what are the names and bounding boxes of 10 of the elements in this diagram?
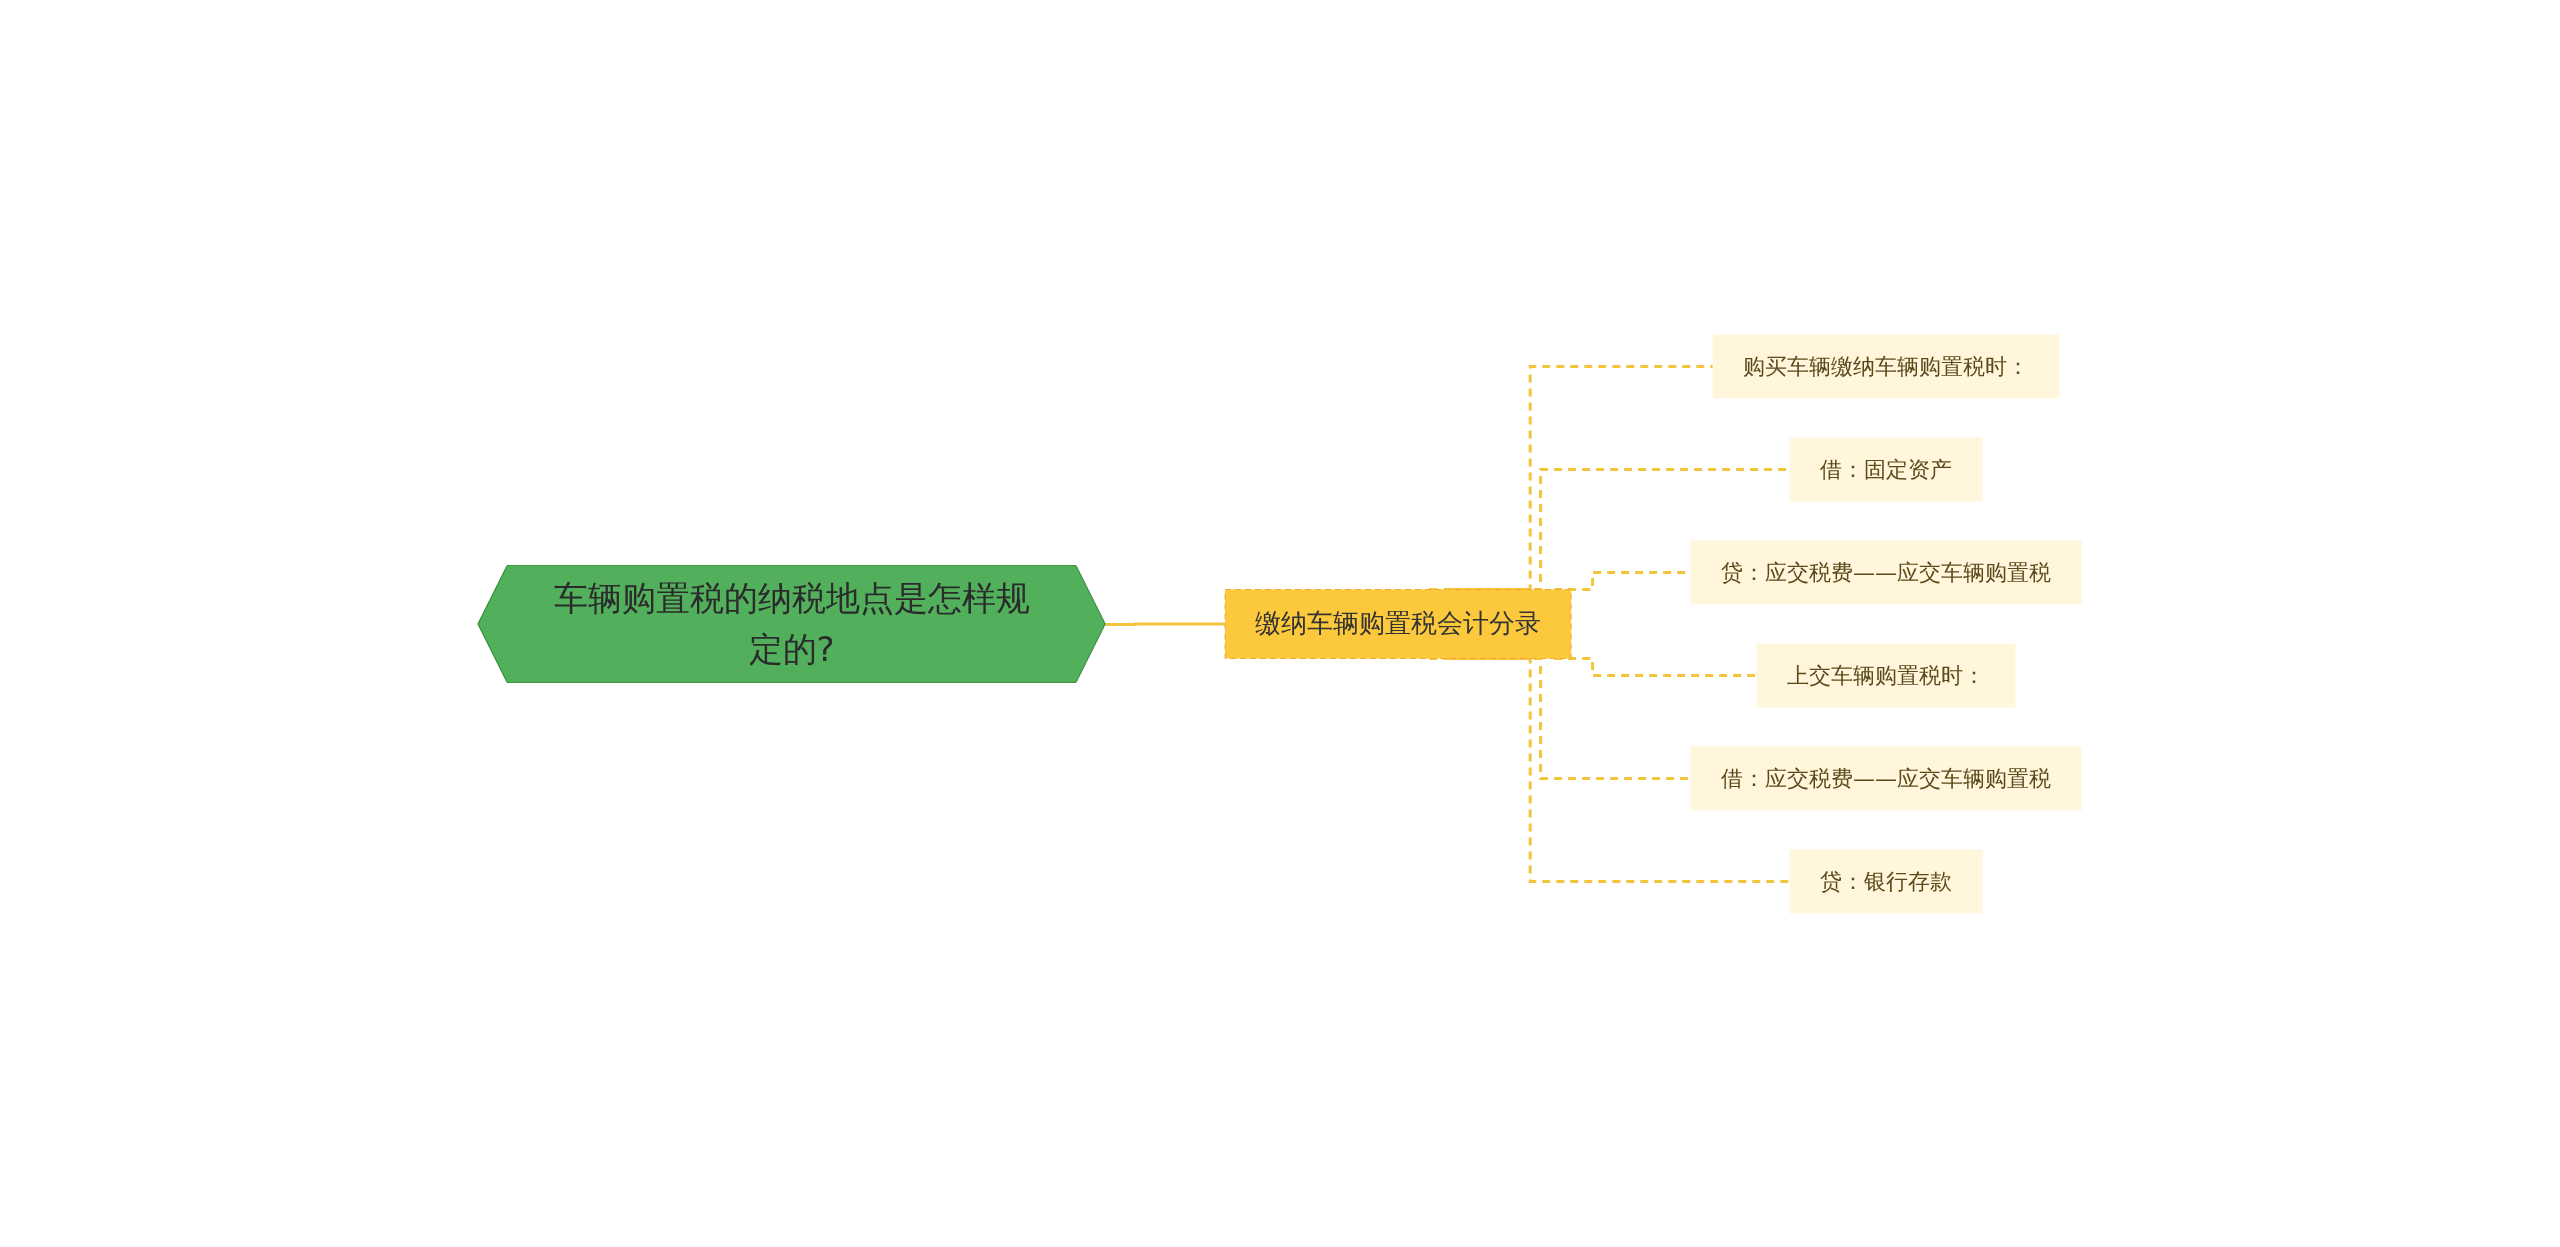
node-box: 贷：应交税费——应交车辆购置税 [1691, 540, 2082, 604]
node-box: 借：固定资产 [1790, 437, 1983, 501]
node-box: 借：应交税费——应交车辆购置税 [1691, 746, 2082, 810]
node-box: 缴纳车辆购置税会计分录 [1225, 588, 1573, 659]
node-box: 贷：银行存款 [1790, 849, 1983, 913]
connector [1429, 656, 1791, 883]
connector [1106, 622, 1226, 626]
connector [1554, 656, 1758, 677]
node-box: 购买车辆缴纳车辆购置税时： [1713, 334, 2060, 398]
node-box: 上交车辆购置税时： [1757, 643, 2016, 707]
